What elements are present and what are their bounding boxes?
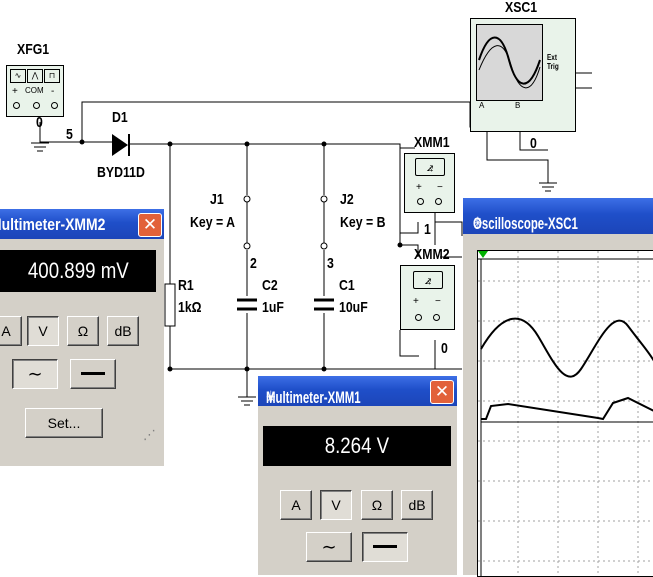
- ext-trig-label: Ext Trig: [547, 53, 559, 71]
- set-button[interactable]: Set...: [25, 408, 103, 438]
- reading-display: 8.264 V: [263, 426, 451, 466]
- reading-value: 400.899 mV: [27, 258, 129, 283]
- r1-label: R1: [178, 277, 194, 294]
- channel-b-label: B: [515, 101, 521, 110]
- close-button[interactable]: ✕: [138, 213, 162, 237]
- dc-line-icon: [373, 545, 397, 548]
- ac-mode-button[interactable]: ∼: [306, 532, 352, 562]
- oscilloscope-icon: ✳: [473, 214, 483, 233]
- triangle-wave-icon: ⋀: [27, 69, 43, 83]
- volts-button[interactable]: V: [27, 316, 59, 346]
- ohms-button[interactable]: Ω: [361, 490, 393, 520]
- terminal-dot[interactable]: [433, 314, 440, 321]
- reading-value: 8.264 V: [324, 433, 390, 458]
- scope-traces: [478, 251, 653, 576]
- dc-line-icon: [81, 372, 105, 375]
- reading-display: 400.899 mV: [0, 250, 156, 292]
- window-title: Multimeter-XMM2: [0, 215, 106, 234]
- meter-gauge-icon: ⦨: [415, 158, 445, 176]
- xmm1-label: XMM1: [414, 134, 450, 151]
- terminal-dot[interactable]: [417, 198, 424, 205]
- volts-button[interactable]: V: [320, 490, 352, 520]
- xmm2-meter-icon[interactable]: ⦨ + −: [400, 265, 455, 330]
- terminal-dot[interactable]: [51, 102, 58, 109]
- diode-model: BYD11D: [97, 164, 145, 181]
- j1-key: Key = A: [190, 214, 236, 231]
- window-title-text: Multimeter-XMM1: [266, 388, 361, 407]
- ac-mode-button[interactable]: ∼: [12, 359, 58, 389]
- r1-value: 1kΩ: [178, 299, 202, 316]
- scope-display[interactable]: [477, 250, 653, 577]
- diode-symbol: [112, 134, 130, 156]
- dc-mode-button[interactable]: [70, 359, 116, 389]
- terminal-com: COM: [25, 86, 44, 95]
- sine-wave-icon: ∼: [321, 537, 337, 557]
- node-label-1: 1: [424, 221, 431, 238]
- resistor-symbol: [164, 283, 176, 327]
- scope-ground-label: 0: [530, 135, 537, 152]
- c1-label: C1: [339, 277, 355, 294]
- plus-sign: +: [416, 182, 422, 193]
- switch-symbols: [243, 195, 328, 250]
- minus-sign: −: [435, 296, 441, 307]
- terminal-dot[interactable]: [13, 102, 20, 109]
- trigger-marker-icon: [478, 251, 488, 258]
- resize-grip-icon[interactable]: ⋰: [143, 427, 156, 442]
- capacitor-symbols: [237, 298, 334, 311]
- meter-gauge-icon: ⦨: [413, 271, 443, 289]
- sine-wave-icon: ∿: [10, 69, 26, 83]
- oscilloscope-window[interactable]: ✳ Oscilloscope-XSC1: [463, 198, 653, 577]
- oscilloscope-titlebar[interactable]: ✳ Oscilloscope-XSC1: [463, 198, 653, 234]
- terminal-dot[interactable]: [435, 198, 442, 205]
- amps-button[interactable]: A: [0, 316, 22, 346]
- node-label-3: 3: [327, 255, 334, 272]
- terminal-dot[interactable]: [33, 102, 40, 109]
- diode-label: D1: [112, 109, 128, 126]
- multimeter-xmm1-titlebar[interactable]: ✳ Multimeter-XMM1 ✕: [258, 376, 457, 407]
- window-title-text: Oscilloscope-XSC1: [473, 214, 578, 233]
- function-generator[interactable]: ∿ ⋀ ⊓ + COM -: [6, 65, 64, 117]
- ohms-button[interactable]: Ω: [67, 316, 99, 346]
- xmm1-meter-icon[interactable]: ⦨ + −: [404, 153, 455, 213]
- dc-mode-button[interactable]: [362, 532, 408, 562]
- multimeter-icon: ✳: [266, 388, 276, 407]
- multimeter-xmm2-titlebar[interactable]: Multimeter-XMM2 ✕: [0, 209, 164, 239]
- close-button[interactable]: ✕: [430, 380, 454, 404]
- xfg1-label: XFG1: [17, 41, 50, 58]
- minus-sign: −: [437, 182, 443, 193]
- node-label-5: 5: [66, 126, 73, 143]
- terminal-minus: -: [51, 86, 55, 97]
- oscilloscope-component[interactable]: Ext Trig A B: [470, 18, 576, 132]
- scope-screen-icon: [476, 24, 543, 101]
- decibel-button[interactable]: dB: [401, 490, 433, 520]
- node-label-0: 0: [36, 114, 43, 131]
- terminal-plus: +: [12, 86, 18, 97]
- xmm2-label: XMM2: [414, 246, 450, 263]
- j2-key: Key = B: [340, 214, 386, 231]
- channel-a-label: A: [479, 101, 485, 110]
- c1-value: 10uF: [339, 299, 368, 316]
- plus-sign: +: [413, 296, 419, 307]
- node-label-2: 2: [250, 255, 257, 272]
- multimeter-xmm1-window[interactable]: ✳ Multimeter-XMM1 ✕ 8.264 V A V Ω dB ∼: [258, 376, 457, 575]
- multimeter-xmm2-window[interactable]: Multimeter-XMM2 ✕ 400.899 mV A V Ω dB ∼ …: [0, 209, 164, 466]
- xsc1-label: XSC1: [505, 0, 538, 16]
- amps-button[interactable]: A: [280, 490, 312, 520]
- j1-label: J1: [210, 191, 224, 208]
- terminal-dot[interactable]: [415, 314, 422, 321]
- node-label-0-bottom: 0: [441, 340, 448, 357]
- c2-value: 1uF: [262, 299, 284, 316]
- square-wave-icon: ⊓: [44, 69, 60, 83]
- decibel-button[interactable]: dB: [107, 316, 139, 346]
- sine-wave-icon: ∼: [27, 364, 43, 384]
- c2-label: C2: [262, 277, 278, 294]
- j2-label: J2: [340, 191, 354, 208]
